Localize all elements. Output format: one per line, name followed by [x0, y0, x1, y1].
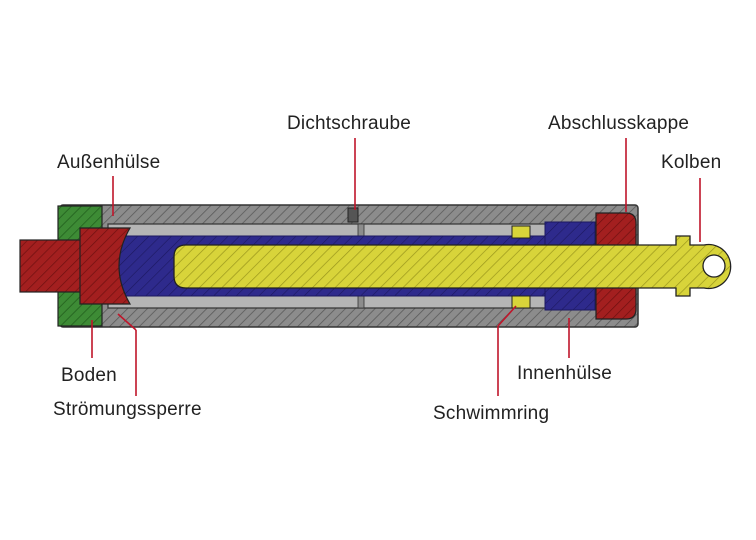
leader-lines: [91, 138, 701, 396]
floating-ring: [511, 225, 531, 309]
seal-screw: [347, 207, 359, 223]
piston-rod-yellow: [173, 235, 732, 297]
bottom-mount-red: [19, 227, 132, 305]
label-kolben: Kolben: [661, 152, 722, 173]
label-boden: Boden: [61, 365, 117, 386]
label-aussenhuelse: Außenhülse: [57, 152, 161, 173]
label-stroemungssperre: Strömungssperre: [53, 399, 202, 420]
label-dichtschraube: Dichtschraube: [287, 113, 412, 134]
label-abschlusskappe: Abschlusskappe: [548, 113, 690, 134]
label-innenhuelse: Innenhülse: [517, 363, 612, 384]
label-schwimmring: Schwimmring: [433, 403, 550, 424]
